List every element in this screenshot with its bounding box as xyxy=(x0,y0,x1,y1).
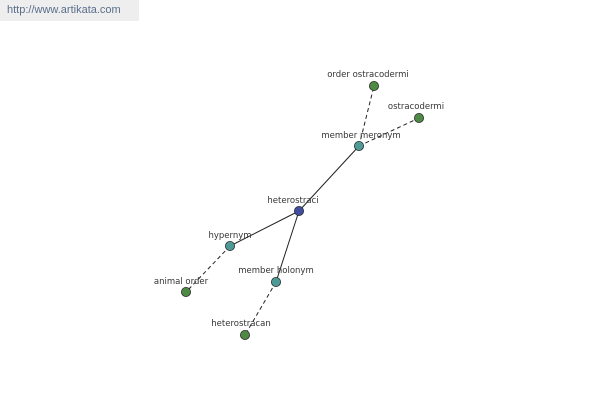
graph-node-hypernym[interactable] xyxy=(224,240,235,251)
node-label-member-meronym: member meronym xyxy=(321,131,400,141)
graph-edge-member-holonym-to-heterostracan xyxy=(244,281,277,336)
graph-node-ostracodermi[interactable] xyxy=(413,113,424,124)
node-label-hypernym: hypernym xyxy=(208,231,251,241)
graph-edge-member-meronym-to-order-ostracodermi xyxy=(358,85,375,147)
graph-node-order-ostracodermi[interactable] xyxy=(368,81,379,92)
node-label-heterostraci: heterostraci xyxy=(267,196,318,206)
node-label-member-holonym: member holonym xyxy=(238,266,313,276)
graph-edge-heterostraci-to-member-meronym xyxy=(298,145,360,212)
graph-node-member-holonym[interactable] xyxy=(270,276,281,287)
graph-node-heterostraci[interactable] xyxy=(293,205,304,216)
node-label-heterostracan: heterostracan xyxy=(211,319,270,329)
graph-edge-heterostraci-to-hypernym xyxy=(229,210,300,247)
graph-edge-hypernym-to-animal-order xyxy=(185,245,231,293)
graph-labels: heterostraci member meronym order ostracod… xyxy=(154,70,444,329)
graph-edges xyxy=(185,85,420,336)
node-label-order-ostracodermi: order ostracodermi xyxy=(327,70,409,80)
graph-node-animal-order[interactable] xyxy=(180,286,191,297)
graph-node-heterostracan[interactable] xyxy=(239,329,250,340)
source-link[interactable]: http://www.artikata.com xyxy=(0,0,139,21)
node-label-animal-order: animal order xyxy=(154,277,209,287)
graph-node-member-meronym[interactable] xyxy=(353,140,364,151)
node-label-ostracodermi: ostracodermi xyxy=(388,102,444,112)
graph-nodes xyxy=(180,81,424,340)
graph-edge-heterostraci-to-member-holonym xyxy=(275,210,300,283)
